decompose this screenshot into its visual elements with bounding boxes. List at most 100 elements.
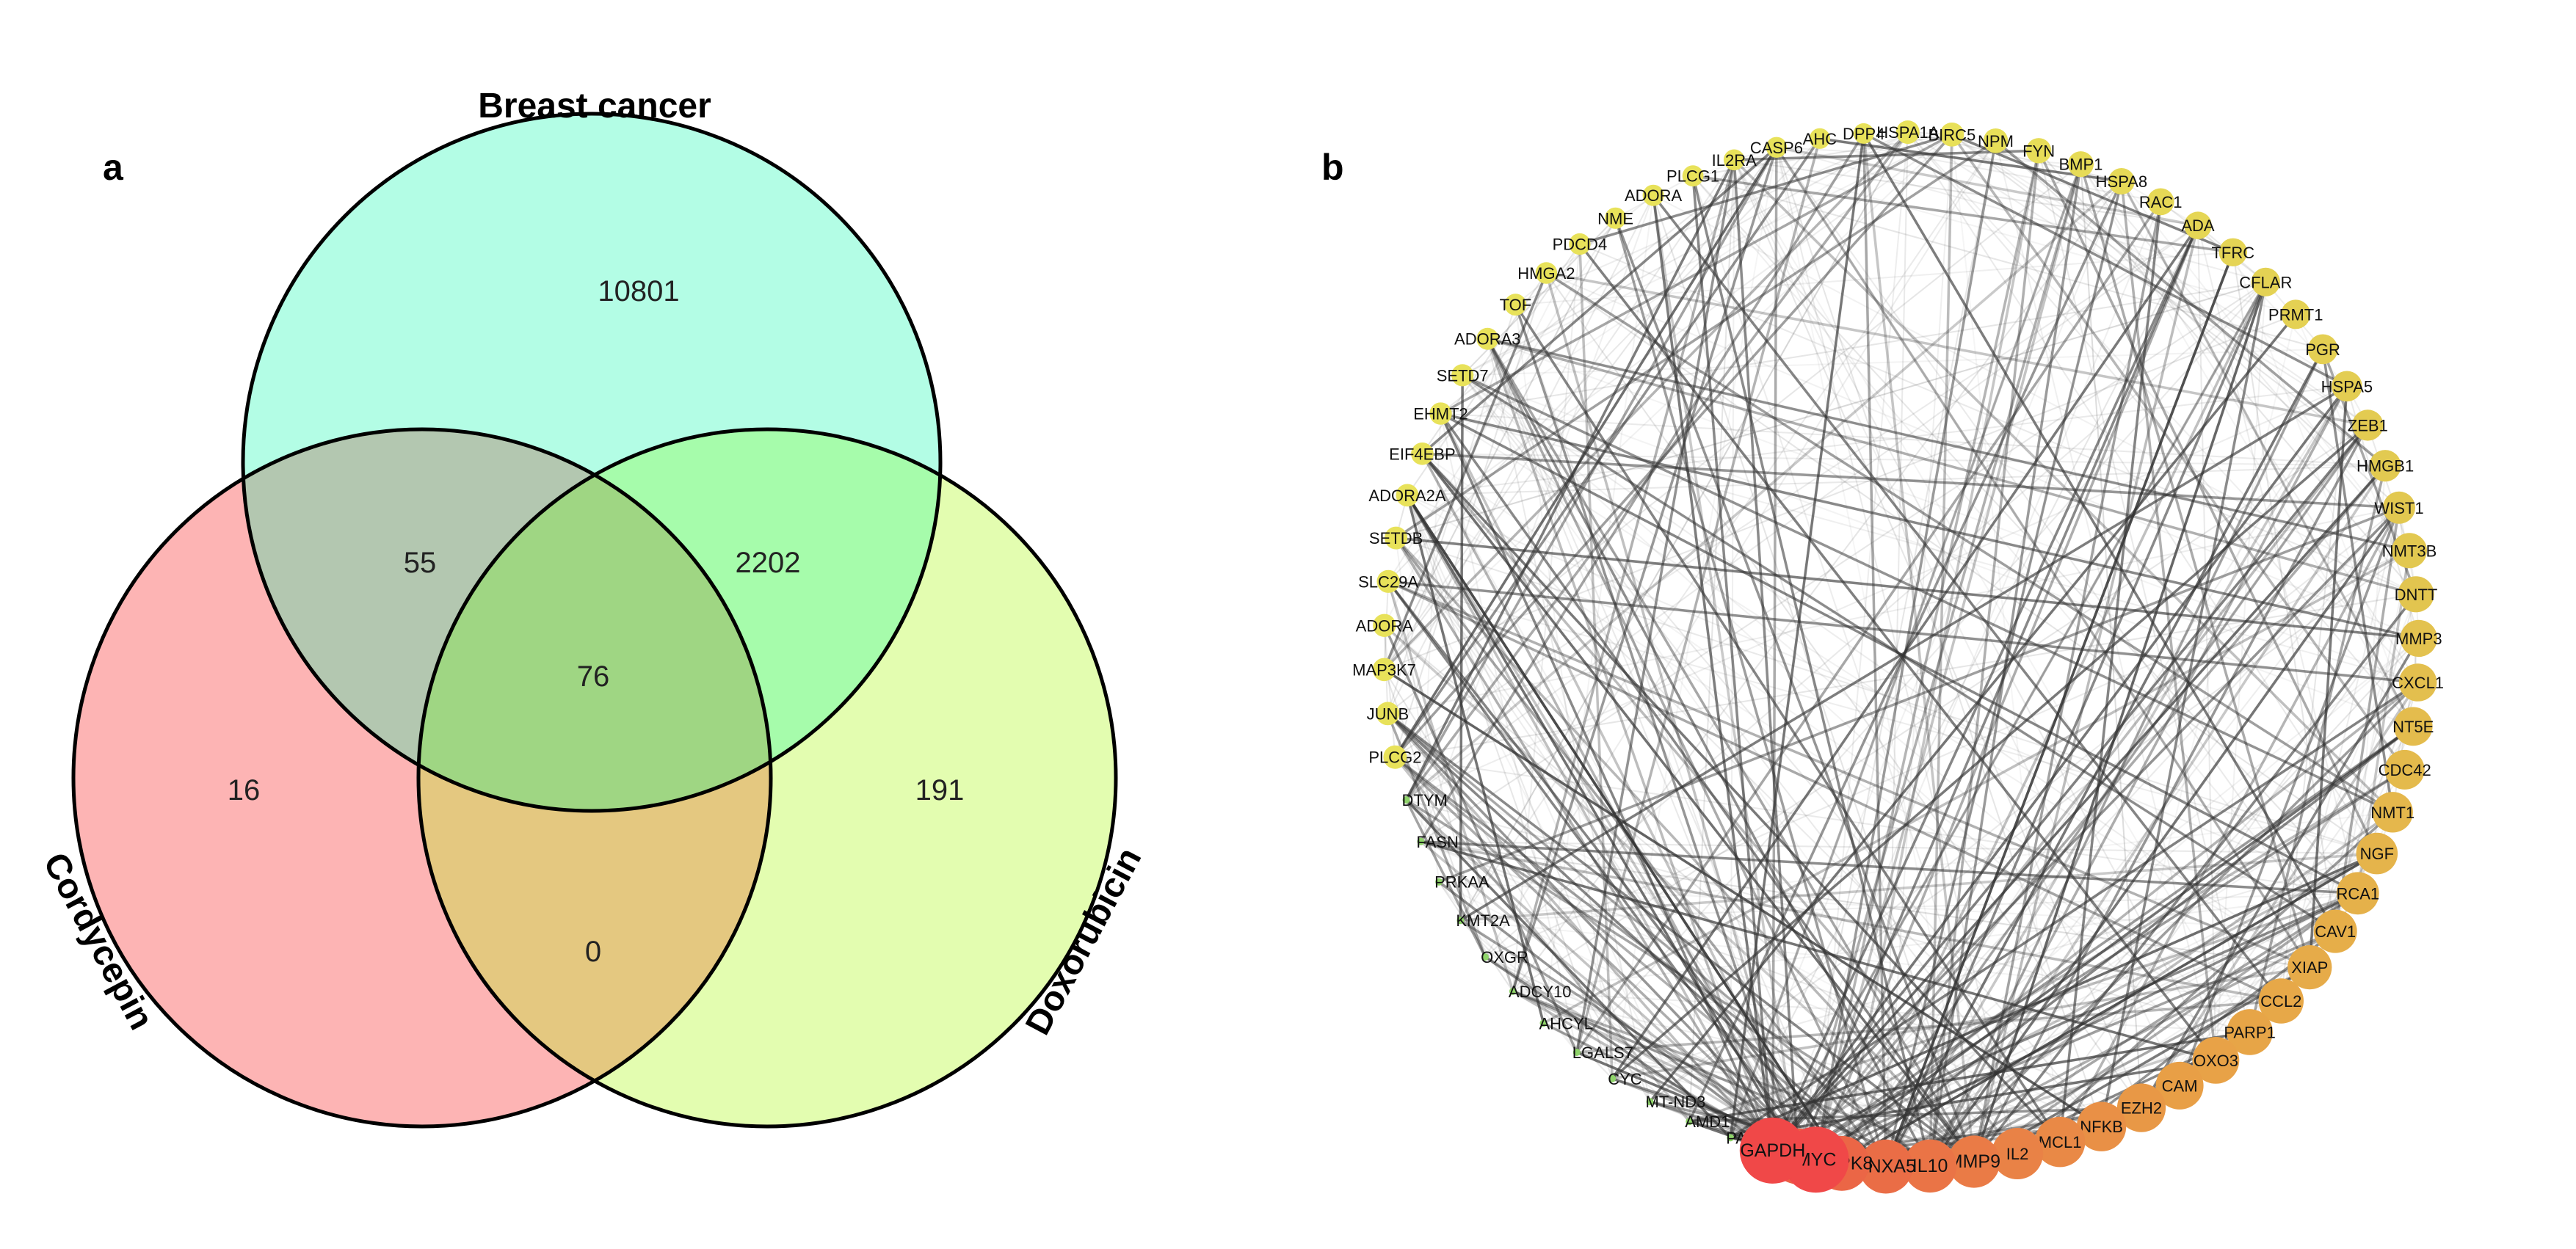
network-edge — [1383, 134, 1953, 671]
network-edge — [2120, 181, 2414, 727]
network-edge — [1689, 1030, 2250, 1123]
network-node-circle — [1569, 233, 1591, 255]
network-node: SLC29A — [1358, 569, 1418, 593]
network-node-label: LGALS7 — [1572, 1044, 1633, 1062]
network-node-circle — [1948, 1135, 2000, 1188]
network-node-circle — [1372, 658, 1396, 682]
network-node-label: RAC1 — [2139, 193, 2183, 211]
network-node: SETD7 — [1437, 364, 1489, 387]
network-node-circle — [1608, 1074, 1617, 1082]
network-edge — [1407, 495, 1614, 1079]
network-edge — [1421, 453, 2102, 1127]
network-node-label: IL2RA — [1712, 151, 1757, 170]
network-node-circle — [2251, 267, 2280, 296]
network-edge — [1929, 892, 2359, 1168]
network-edge — [1421, 840, 2310, 969]
network-node: SETDB — [1369, 526, 1423, 550]
network-node-label: ADORA2A — [1368, 487, 1445, 505]
network-node: NT5E — [2392, 707, 2434, 746]
network-edge — [1440, 412, 1975, 1163]
network-edge — [1771, 424, 2369, 1152]
network-edge — [1486, 338, 1887, 1168]
network-edge — [1951, 134, 2348, 387]
network-edge — [1884, 181, 2122, 1167]
network-edge — [1652, 194, 1800, 1157]
network-node: WIST1 — [2374, 491, 2424, 524]
network-edge — [1775, 146, 2311, 969]
network-node-circle — [1376, 569, 1400, 593]
network-edge — [1405, 798, 1799, 1158]
network-node: CXCL1 — [2392, 663, 2444, 702]
network-node-label: PLCG1 — [1666, 167, 1719, 186]
network-edge — [1776, 146, 2081, 165]
network-edge — [1395, 537, 1691, 1122]
network-edge — [1406, 494, 1818, 1161]
network-edge — [1797, 852, 2378, 1158]
network-edge — [1797, 465, 2387, 1157]
network-node-label: PRKAA — [1434, 873, 1490, 892]
network-edge — [1387, 580, 1818, 1161]
network-node: PGR — [2305, 334, 2340, 365]
panel-a-letter: a — [103, 147, 124, 188]
count-breast-doxorubicin: 2202 — [736, 547, 801, 579]
network-edge — [1884, 811, 2394, 1168]
network-node-circle — [2369, 450, 2401, 482]
network-node: ADORA — [1356, 613, 1413, 637]
network-node-label: ADA — [2181, 216, 2215, 235]
network-edge — [1814, 225, 2199, 1160]
network-edge — [2179, 769, 2406, 1086]
network-node-label: HMGB1 — [2357, 457, 2414, 476]
network-node: ZEB1 — [2348, 409, 2388, 441]
network-edge — [1387, 580, 1514, 992]
network-edge — [1734, 149, 2039, 161]
network-edge — [1929, 681, 2419, 1168]
network-node-label: BIRC5 — [1929, 125, 1976, 144]
network-edge — [1407, 495, 1691, 1122]
network-edge — [1691, 175, 1774, 1151]
network-edge — [1797, 507, 2400, 1157]
network-edge — [1421, 840, 2142, 1109]
network-edge — [1546, 272, 2420, 639]
network-edge — [1394, 134, 1953, 758]
network-node-circle — [1642, 184, 1664, 206]
network-edge — [1951, 134, 2061, 1143]
network-edge — [1973, 966, 2311, 1163]
count-doxorubicin-only: 191 — [915, 774, 965, 806]
network-edge — [1579, 133, 1953, 246]
network-node-label: XIAP — [2291, 958, 2328, 977]
network-edge — [2080, 164, 2142, 1108]
network-node-circle — [2332, 371, 2362, 402]
network-node-label: PLCG2 — [1368, 749, 1421, 767]
network-node: RCA1 — [2336, 872, 2379, 915]
network-node: AMD1 — [1685, 1113, 1730, 1131]
network-edge — [1862, 132, 2348, 387]
network-edge — [1514, 131, 1909, 306]
network-edge — [2080, 164, 2410, 551]
network-edge — [1542, 195, 1655, 1024]
network-node: MT-ND3 — [1646, 1093, 1706, 1111]
network-edge — [1692, 175, 2336, 932]
network-edge — [1797, 725, 2414, 1158]
network-edge — [1383, 159, 1735, 670]
network-node: BMP1 — [2058, 151, 2102, 178]
venn-diagram: a Breast cancer Cordycepin Doxorubicin — [35, 87, 1149, 1129]
network-edge — [1771, 147, 1778, 1151]
network-node-label: NMT1 — [2370, 804, 2414, 822]
network-edge — [1611, 424, 2369, 1080]
network-edge — [1462, 134, 1953, 376]
network-node: CYC — [1608, 1070, 1642, 1088]
network-edge — [1545, 272, 1800, 1157]
network-edge — [1406, 494, 1843, 1165]
count-cordycepin-only: 16 — [228, 774, 261, 806]
network-edge — [1406, 495, 1774, 1151]
network-edge — [1733, 159, 2394, 814]
network-node-label: SLC29A — [1358, 572, 1418, 591]
network-edge — [1394, 756, 2102, 1128]
network-node-label: TOF — [1500, 296, 1532, 314]
network-edge — [1514, 304, 2061, 1143]
network-node: CAM — [2155, 1061, 2204, 1110]
network-node-label: PGR — [2305, 341, 2340, 359]
network-node: EZH2 — [2116, 1083, 2166, 1132]
network-edge — [2309, 594, 2417, 968]
